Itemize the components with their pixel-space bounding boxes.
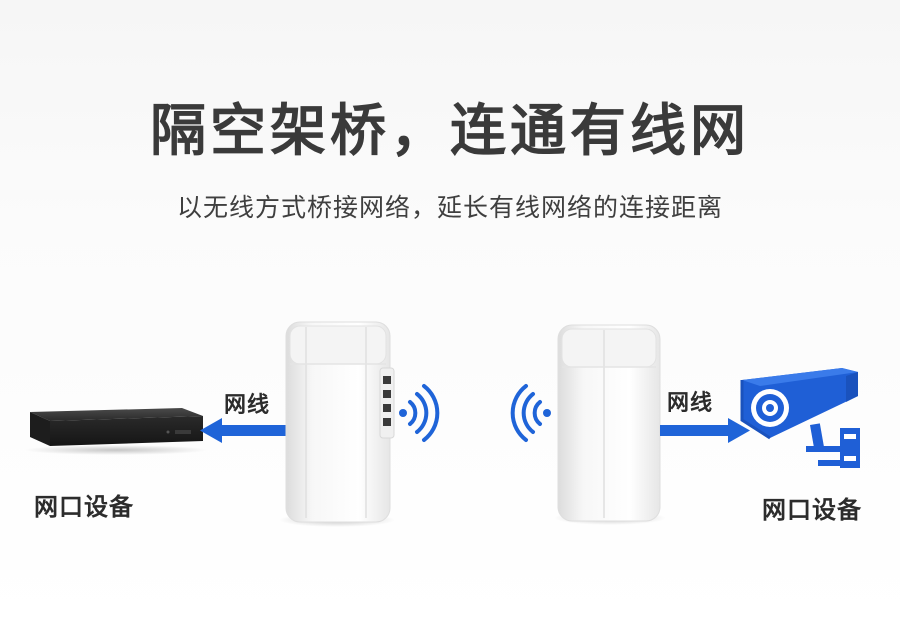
right-device-label: 网口设备 — [762, 496, 862, 524]
right-cable-label: 网线 — [667, 391, 714, 416]
left-cable-label: 网线 — [224, 393, 271, 418]
headline: 隔空架桥，连通有线网 — [150, 99, 750, 164]
left-device-label: 网口设备 — [34, 493, 134, 521]
arrow-left-icon — [200, 418, 288, 443]
arrow-right-icon — [660, 418, 750, 443]
wifi-signal-icon — [510, 384, 551, 442]
cctv-camera-icon — [740, 368, 860, 468]
wifi-signal-icon — [399, 384, 440, 442]
left-cpe-device — [279, 321, 395, 527]
network-switch-icon — [24, 408, 208, 455]
right-cpe-device — [554, 324, 666, 525]
subheadline: 以无线方式桥接网络，延长有线网络的连接距离 — [176, 193, 723, 222]
